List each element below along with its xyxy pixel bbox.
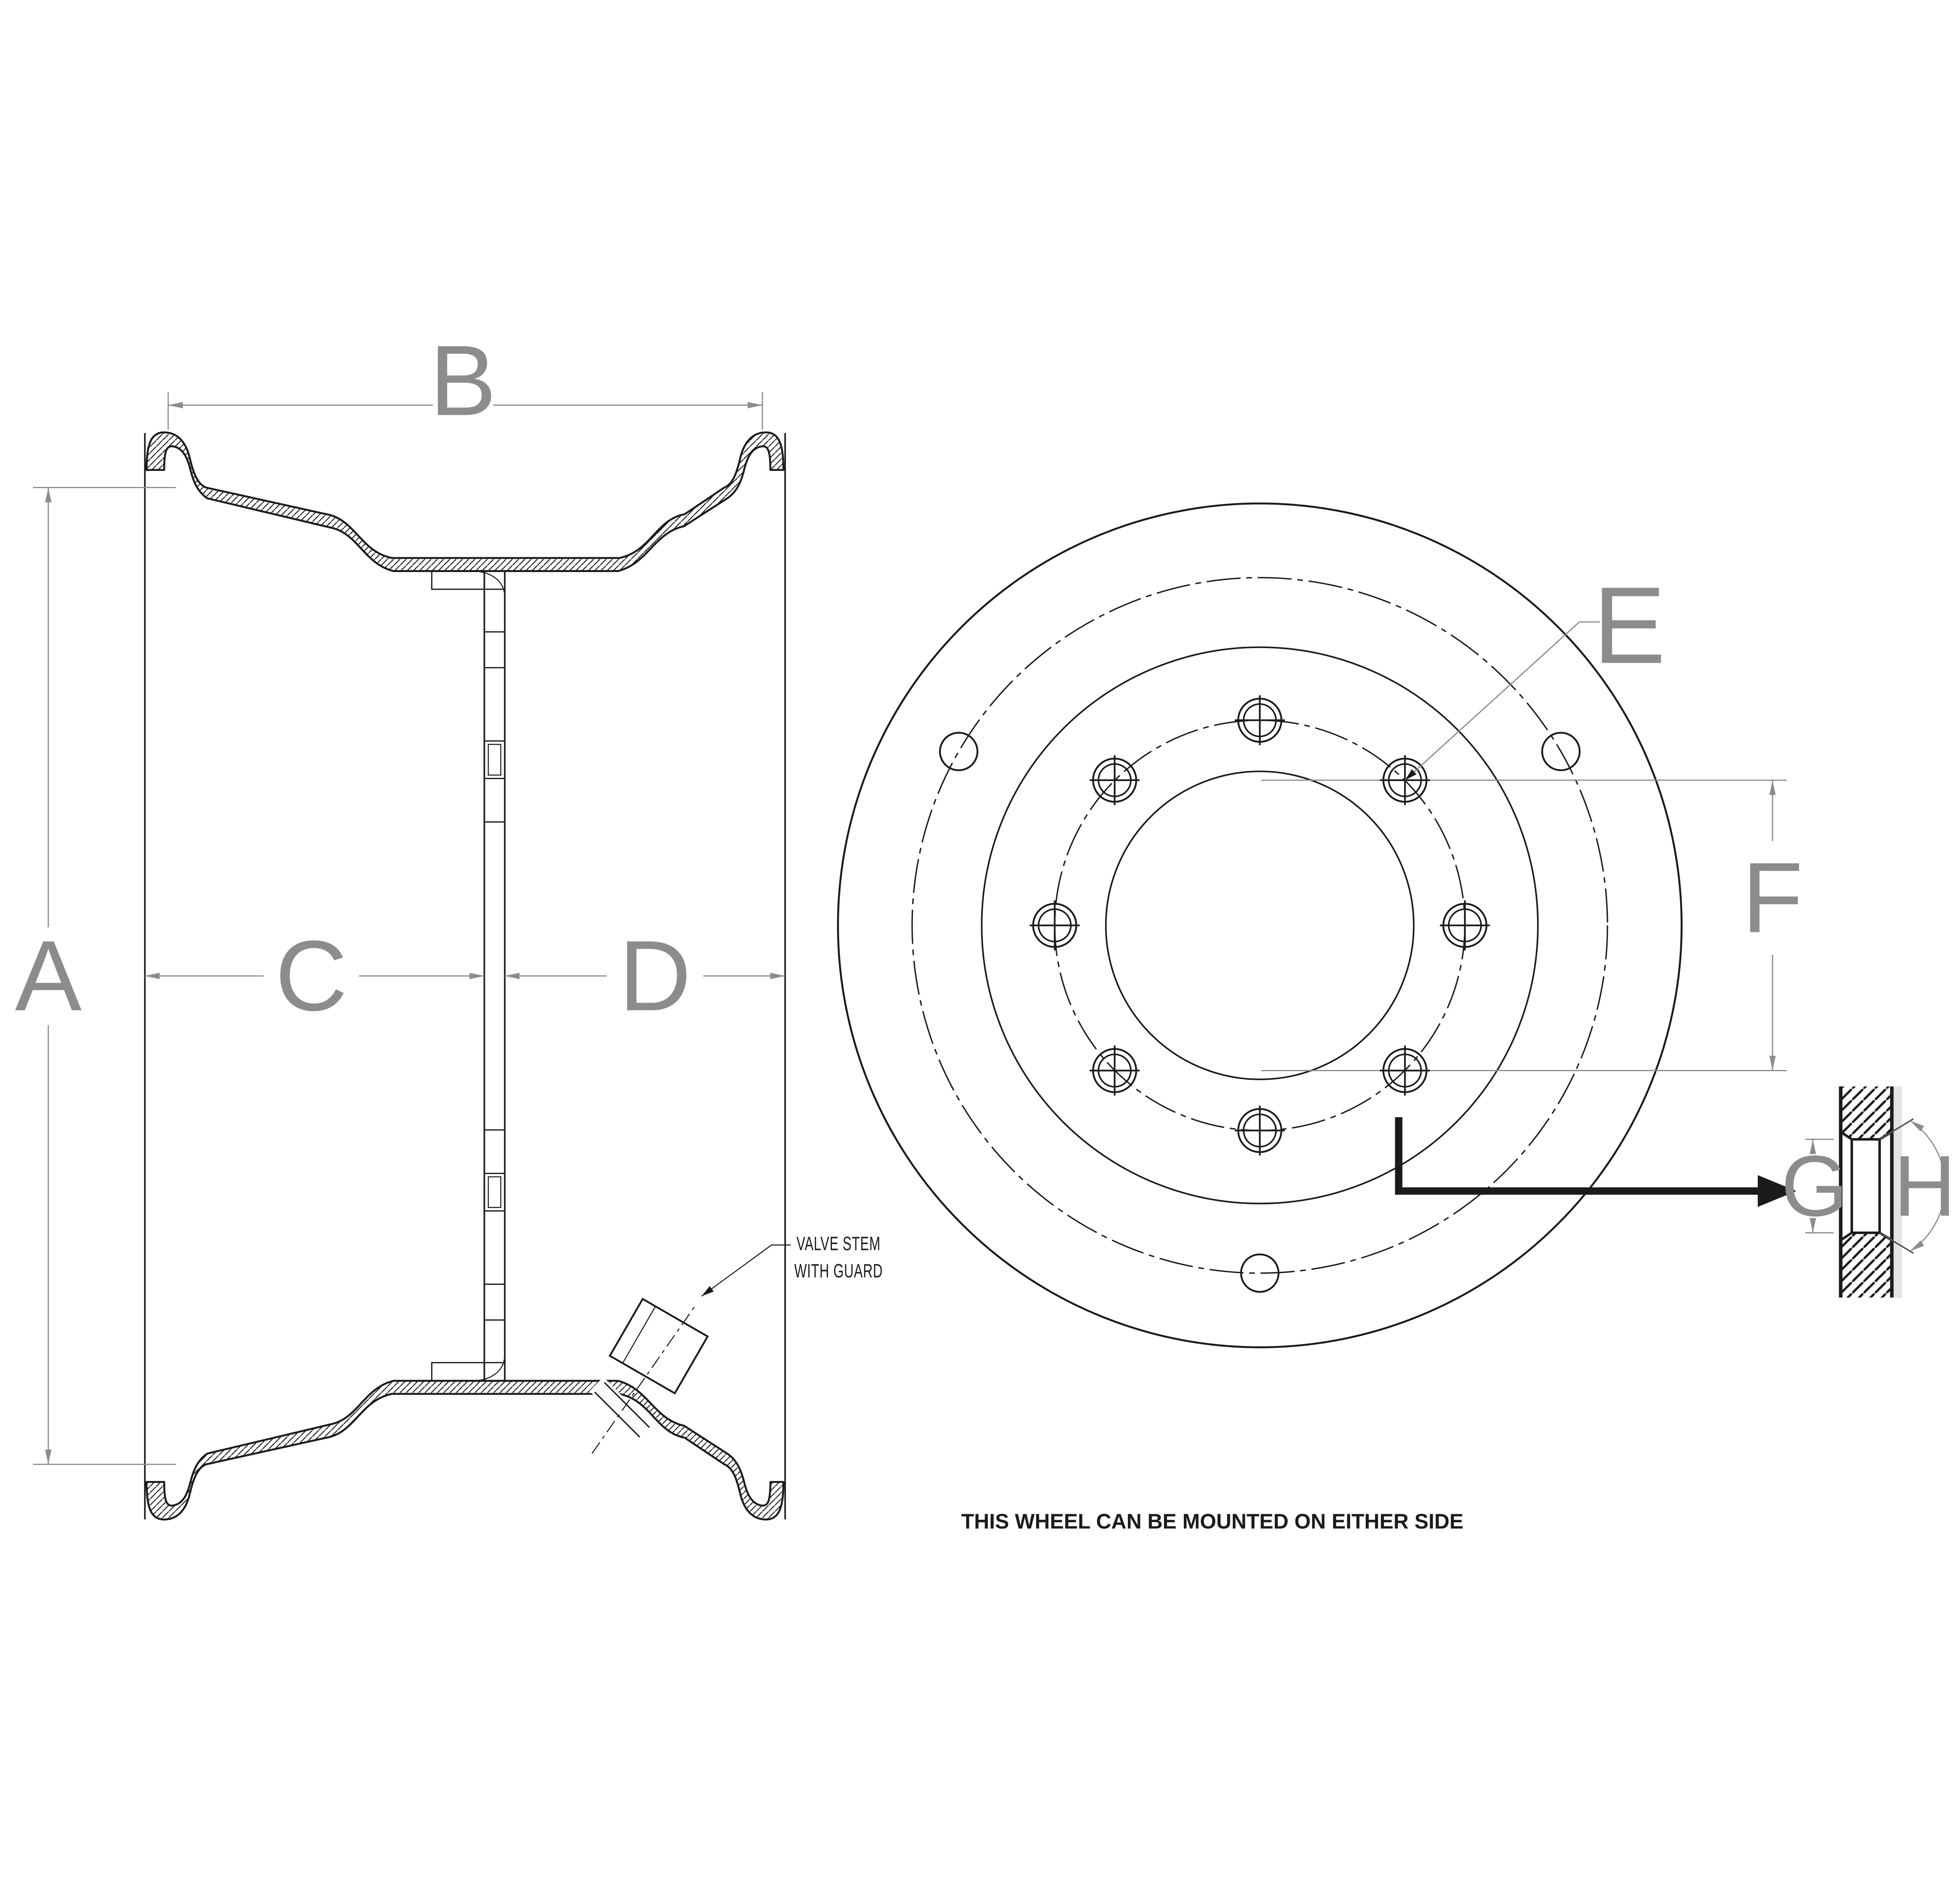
disc-segment: [483, 778, 506, 823]
valve-callout-line1: VALVE STEM: [797, 1233, 880, 1254]
dim-label-d: D: [619, 920, 691, 1032]
hand-hole: [1541, 732, 1581, 771]
dim-h-arc: [1909, 1120, 1946, 1252]
dimension-g: G: [1781, 1138, 1848, 1234]
dimension-h: H: [1879, 1118, 1956, 1254]
disc-outer-circle: [981, 646, 1539, 1204]
detail-hole: [1840, 1131, 1893, 1241]
hand-hole: [939, 732, 978, 771]
bolt-hole: [1440, 900, 1490, 950]
side-section-view: [144, 432, 786, 1520]
section-detail: G H: [1781, 1086, 1956, 1298]
bolt-hole: [1235, 695, 1285, 745]
disc-segment: [483, 667, 506, 742]
bolt-hole: [1030, 900, 1080, 950]
disc-fillet-top: [475, 570, 505, 598]
disc-weld-foot-bottom: [431, 1362, 485, 1382]
chamfer-stub-top: [1879, 1118, 1914, 1140]
dimension-f: F: [1742, 780, 1803, 1071]
detail-material-bottom: [1840, 1233, 1892, 1298]
hand-hole: [1240, 1253, 1279, 1293]
dim-label-a: A: [15, 920, 82, 1032]
dim-label-c: C: [275, 920, 347, 1032]
disc-fillet-bottom: [475, 1354, 505, 1382]
bolt-hole: [1090, 755, 1140, 805]
dim-label-h: H: [1894, 1138, 1956, 1234]
disc-segment: [483, 1319, 506, 1363]
bolt-circle: [1054, 719, 1466, 1132]
valve-guard: [608, 1297, 709, 1395]
detail-material-top: [1840, 1086, 1892, 1139]
rim-band-bottom: [147, 1381, 784, 1520]
footnote: THIS WHEEL CAN BE MOUNTED ON EITHER SIDE: [961, 1510, 1463, 1533]
dim-label-f: F: [1742, 842, 1803, 954]
detail-pointer: [1395, 1117, 1797, 1207]
dimension-e: E: [1405, 564, 1666, 781]
dimension-b: B: [167, 325, 763, 437]
center-bore-circle: [1105, 770, 1415, 1080]
disc-weld-foot-top: [431, 570, 485, 590]
rim-band-top: [147, 432, 784, 571]
valve-stem-assembly: [589, 1297, 709, 1454]
dim-e-leader: [1405, 621, 1600, 781]
detail-pointer-line: [1395, 1117, 1758, 1195]
valve-callout-leader: [701, 1244, 791, 1297]
dimension-d: D: [505, 920, 785, 1032]
valve-callout: VALVE STEM WITH GUARD: [701, 1233, 883, 1297]
bolt-hole: [1090, 1046, 1140, 1096]
dim-label-e: E: [1593, 564, 1666, 686]
disc-segment: [483, 1129, 506, 1174]
bolt-hole: [1235, 1106, 1285, 1156]
rim-outer-circle: [837, 502, 1683, 1348]
front-view: E F: [837, 502, 1803, 1348]
disc-bolt-bore-top: [488, 744, 501, 776]
dim-label-b: B: [430, 325, 496, 437]
chamfer-stub-bottom: [1879, 1232, 1914, 1254]
valve-stem-side: [594, 1392, 641, 1438]
bolt-hole: [1380, 1046, 1430, 1096]
dim-label-g: G: [1781, 1138, 1848, 1234]
disc-segment: [483, 1210, 506, 1285]
disc-bolt-bore-bottom: [488, 1176, 501, 1208]
detail-pointer-arrow-icon: [1758, 1175, 1797, 1207]
valve-stem-side: [604, 1382, 650, 1428]
dimension-a: A: [15, 487, 176, 1465]
valve-centerline: [592, 1304, 697, 1454]
hand-hole-circle: [911, 577, 1608, 1274]
disc-segment: [483, 589, 506, 633]
dimension-c: C: [145, 920, 485, 1032]
valve-callout-line2: WITH GUARD: [794, 1260, 883, 1282]
